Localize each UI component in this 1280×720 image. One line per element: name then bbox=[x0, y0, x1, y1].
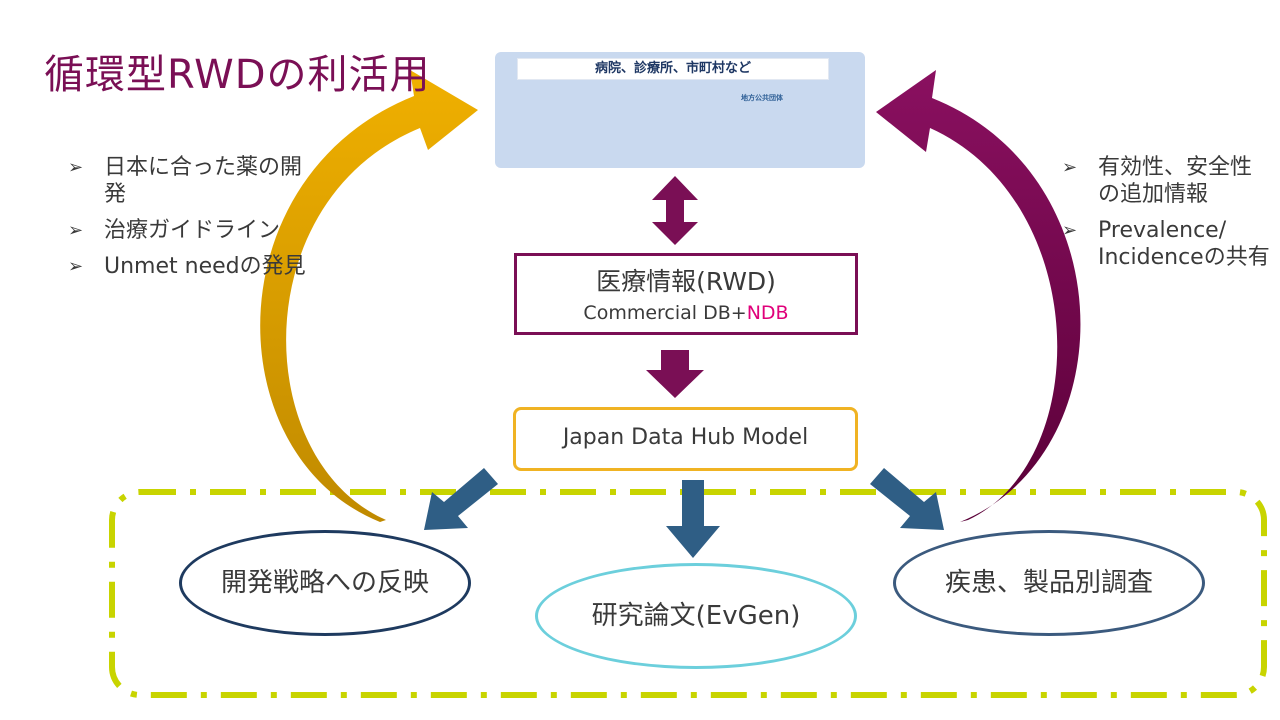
output-frame bbox=[109, 489, 1267, 698]
left-benefits-list: ➢日本に合った薬の開発 ➢治療ガイドライン ➢Unmet needの発見 bbox=[68, 154, 308, 289]
facility-panel: 病院、診療所、市町村など 地方公共団体 bbox=[495, 52, 865, 168]
arrow-bullet-icon: ➢ bbox=[1062, 157, 1078, 178]
building-sign: 地方公共団体 bbox=[741, 94, 783, 102]
data-hub-box: Japan Data Hub Model bbox=[513, 407, 858, 471]
arrow-hub-to-research bbox=[666, 480, 720, 558]
rwd-box: 医療情報(RWD) Commercial DB+NDB bbox=[514, 253, 858, 335]
arrow-bullet-icon: ➢ bbox=[68, 157, 84, 178]
arrow-hub-to-strategy bbox=[424, 468, 498, 530]
list-item: ➢Prevalence/ Incidenceの共有 bbox=[1062, 218, 1270, 270]
rwd-title: 医療情報(RWD) bbox=[596, 267, 776, 296]
list-item: ➢日本に合った薬の開発 bbox=[68, 155, 303, 207]
list-item: ➢有効性、安全性の追加情報 bbox=[1062, 155, 1253, 207]
arrow-hub-to-survey bbox=[870, 468, 944, 530]
facility-banner: 病院、診療所、市町村など bbox=[517, 58, 829, 80]
rwd-subtitle: Commercial DB+NDB bbox=[583, 302, 789, 324]
arrow-rwd-to-hub bbox=[646, 350, 704, 398]
output-survey-oval: 疾患、製品別調査 bbox=[893, 530, 1205, 636]
list-item: ➢Unmet needの発見 bbox=[68, 254, 306, 279]
arrow-bullet-icon: ➢ bbox=[68, 256, 84, 277]
arrow-bullet-icon: ➢ bbox=[1062, 220, 1078, 241]
output-research-oval: 研究論文(EvGen) bbox=[535, 563, 857, 669]
feedback-arrow-left bbox=[260, 70, 478, 522]
right-benefits-list: ➢有効性、安全性の追加情報 ➢Prevalence/ Incidenceの共有 bbox=[1062, 154, 1272, 280]
list-item: ➢治療ガイドライン bbox=[68, 218, 281, 243]
page-title: 循環型RWDの利活用 bbox=[44, 52, 431, 98]
feedback-arrow-right bbox=[876, 70, 1081, 522]
ndb-highlight: NDB bbox=[746, 302, 789, 324]
output-strategy-oval: 開発戦略への反映 bbox=[179, 530, 471, 636]
bidirectional-arrow bbox=[652, 176, 698, 245]
arrow-bullet-icon: ➢ bbox=[68, 220, 84, 241]
